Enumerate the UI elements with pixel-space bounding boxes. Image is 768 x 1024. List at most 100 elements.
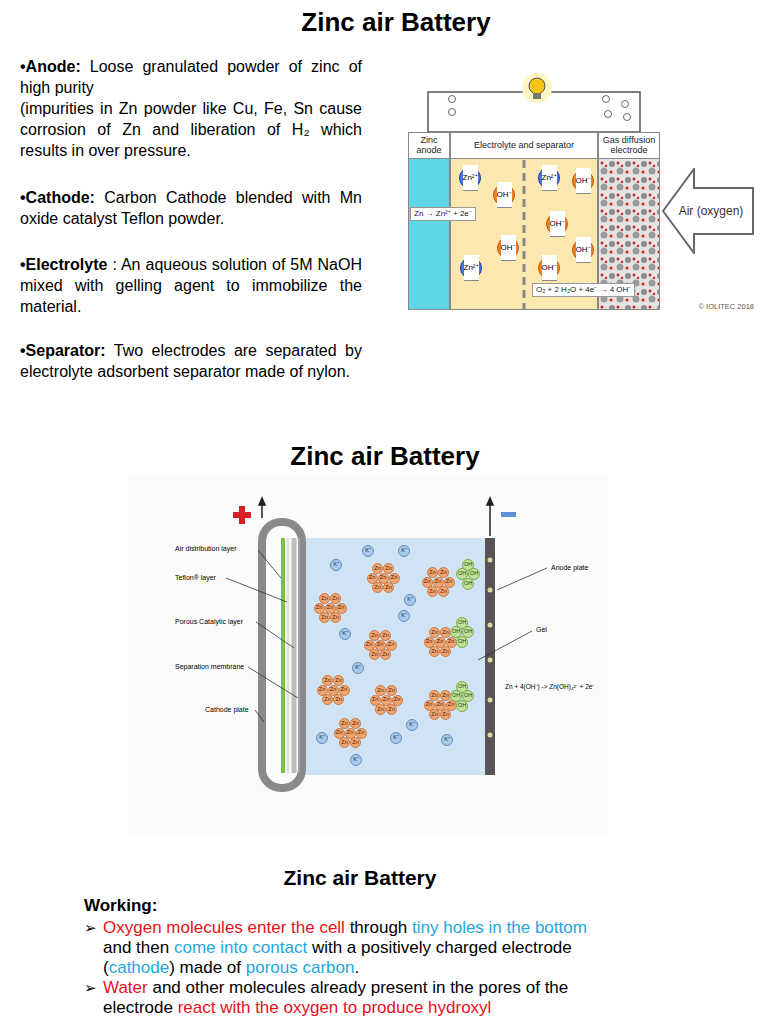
potassium-ion: K⁺ <box>330 559 342 571</box>
node-text: Zn <box>391 575 397 581</box>
node-text: K⁺ <box>444 737 450 743</box>
node-text: Zn <box>424 579 430 585</box>
node-text: OH <box>458 703 466 709</box>
node-text: K⁺ <box>409 722 415 728</box>
node-text: OH <box>464 629 472 635</box>
zinc-particle: Zn <box>440 646 451 657</box>
node-text: K⁺ <box>353 757 359 763</box>
node-text: Zn <box>330 687 336 693</box>
part-label: Anode plate <box>551 564 588 571</box>
node-text: Zn <box>382 652 388 658</box>
text-block: •Separator: Two electrodes are separated… <box>20 340 362 382</box>
body-text: and other molecules already present in t… <box>152 978 568 997</box>
cell-column: Zinc anode <box>408 132 450 310</box>
part-label: Cathode plate <box>205 706 249 713</box>
hydroxide-group: OH <box>456 700 468 712</box>
node-text: K⁺ <box>407 597 413 603</box>
zinc-particle: Zn <box>372 582 383 593</box>
node-text: OH <box>452 629 460 635</box>
body-text: Water <box>103 978 148 997</box>
hydroxide-group: OH <box>462 578 474 590</box>
text-block: •Anode: Loose granulated powder of zinc … <box>20 56 362 98</box>
node-text: Zn <box>394 697 400 703</box>
zinc-particle: Zn <box>322 675 333 686</box>
node-text: Air (oxygen) <box>672 203 750 219</box>
node-text: Zn <box>385 585 391 591</box>
node-text: Zn <box>377 642 383 648</box>
air-arrow: Air (oxygen) <box>662 168 754 254</box>
figure-ground <box>128 475 608 835</box>
text-block: Air distribution layer <box>175 544 265 553</box>
node-text: K⁺ <box>401 613 407 619</box>
potassium-ion: K⁺ <box>406 719 418 731</box>
block-arrow <box>663 169 753 253</box>
text-block: ➢ <box>84 918 102 938</box>
body-text: ) <box>169 958 175 977</box>
zinc-particle: Zn <box>429 646 440 657</box>
node-text: OH <box>464 581 472 587</box>
text-block: Water and other molecules already presen… <box>103 978 618 1018</box>
bulb-base <box>533 93 541 99</box>
air-distribution-layer <box>281 538 285 773</box>
node-text: OH⁻ <box>550 211 565 237</box>
body-text: cathode <box>109 958 170 977</box>
zinc-particle: Zn <box>339 737 350 748</box>
part-label: Teflon® layer <box>175 574 216 581</box>
zinc-particle: Zn <box>319 612 330 623</box>
node-text: Zn <box>385 566 391 572</box>
node-text: K⁺ <box>342 631 348 637</box>
node-text: Zn <box>352 740 358 746</box>
node-text: Zn <box>442 649 448 655</box>
text-block: Working: <box>84 896 284 916</box>
node-text: Zn <box>369 575 375 581</box>
node-text: Zn <box>437 702 443 708</box>
node-text: OH <box>464 693 472 699</box>
node-text: OH⁻ <box>501 235 516 261</box>
potassium-ion: K⁺ <box>350 754 362 766</box>
zinc-particle: Zn <box>369 649 380 660</box>
part-label: Air distribution layer <box>175 545 236 552</box>
node-text: Zn <box>321 615 327 621</box>
node-text: Zn <box>335 678 341 684</box>
negative-symbol <box>501 512 516 517</box>
zinc-particle: Zn <box>440 709 451 720</box>
section-title: Zinc air Battery <box>284 866 437 889</box>
part-label: Separation membrane <box>175 663 244 670</box>
node-text: Zn <box>383 697 389 703</box>
node-text: Zn <box>388 688 394 694</box>
node-text: Zn <box>316 605 322 611</box>
zinc-particle: Zn <box>322 694 333 705</box>
node-text: OH <box>458 684 466 690</box>
node-text: Zn <box>332 596 338 602</box>
node-text: Zn <box>338 605 344 611</box>
hydroxide-group: OH <box>456 636 468 648</box>
zinc-particle: Zn <box>375 685 386 696</box>
anode-dots <box>488 558 493 738</box>
node-text: Zn <box>442 630 448 636</box>
body-text: ( <box>103 958 109 977</box>
text-block: ➢ <box>84 978 102 998</box>
text-block: •Cathode: Carbon Cathode blended with Mn… <box>20 187 362 229</box>
zinc-particle: Zn <box>330 612 341 623</box>
node-text: K⁺ <box>333 562 339 568</box>
zinc-particle: Zn <box>427 586 438 597</box>
body-text: and then <box>103 938 169 957</box>
circuit-housing <box>428 92 640 132</box>
node-text: Zn <box>437 639 443 645</box>
node-text: Zn <box>426 639 432 645</box>
zinc-particle: Zn <box>380 649 391 660</box>
body-text: (impurities in Zn powder like Cu, Fe, Sn… <box>20 100 362 159</box>
zinc-particle: Zn <box>383 582 394 593</box>
node-text: Zn <box>341 740 347 746</box>
node-text: Zn <box>374 585 380 591</box>
text-block: Oxygen molecules enter the cell through … <box>103 918 618 978</box>
node-text: Zn <box>431 630 437 636</box>
potassium-ion: K⁺ <box>390 732 402 744</box>
zinc-particle: Zn <box>369 630 380 641</box>
node-text: Zn <box>442 712 448 718</box>
node-text: K⁺ <box>355 665 361 671</box>
leader-lines <box>226 550 547 722</box>
text-block: © IOLITEC 2018 <box>662 302 754 312</box>
zinc-particle: Zn <box>438 567 449 578</box>
hydroxide-ion: OH⁻ <box>538 257 560 279</box>
